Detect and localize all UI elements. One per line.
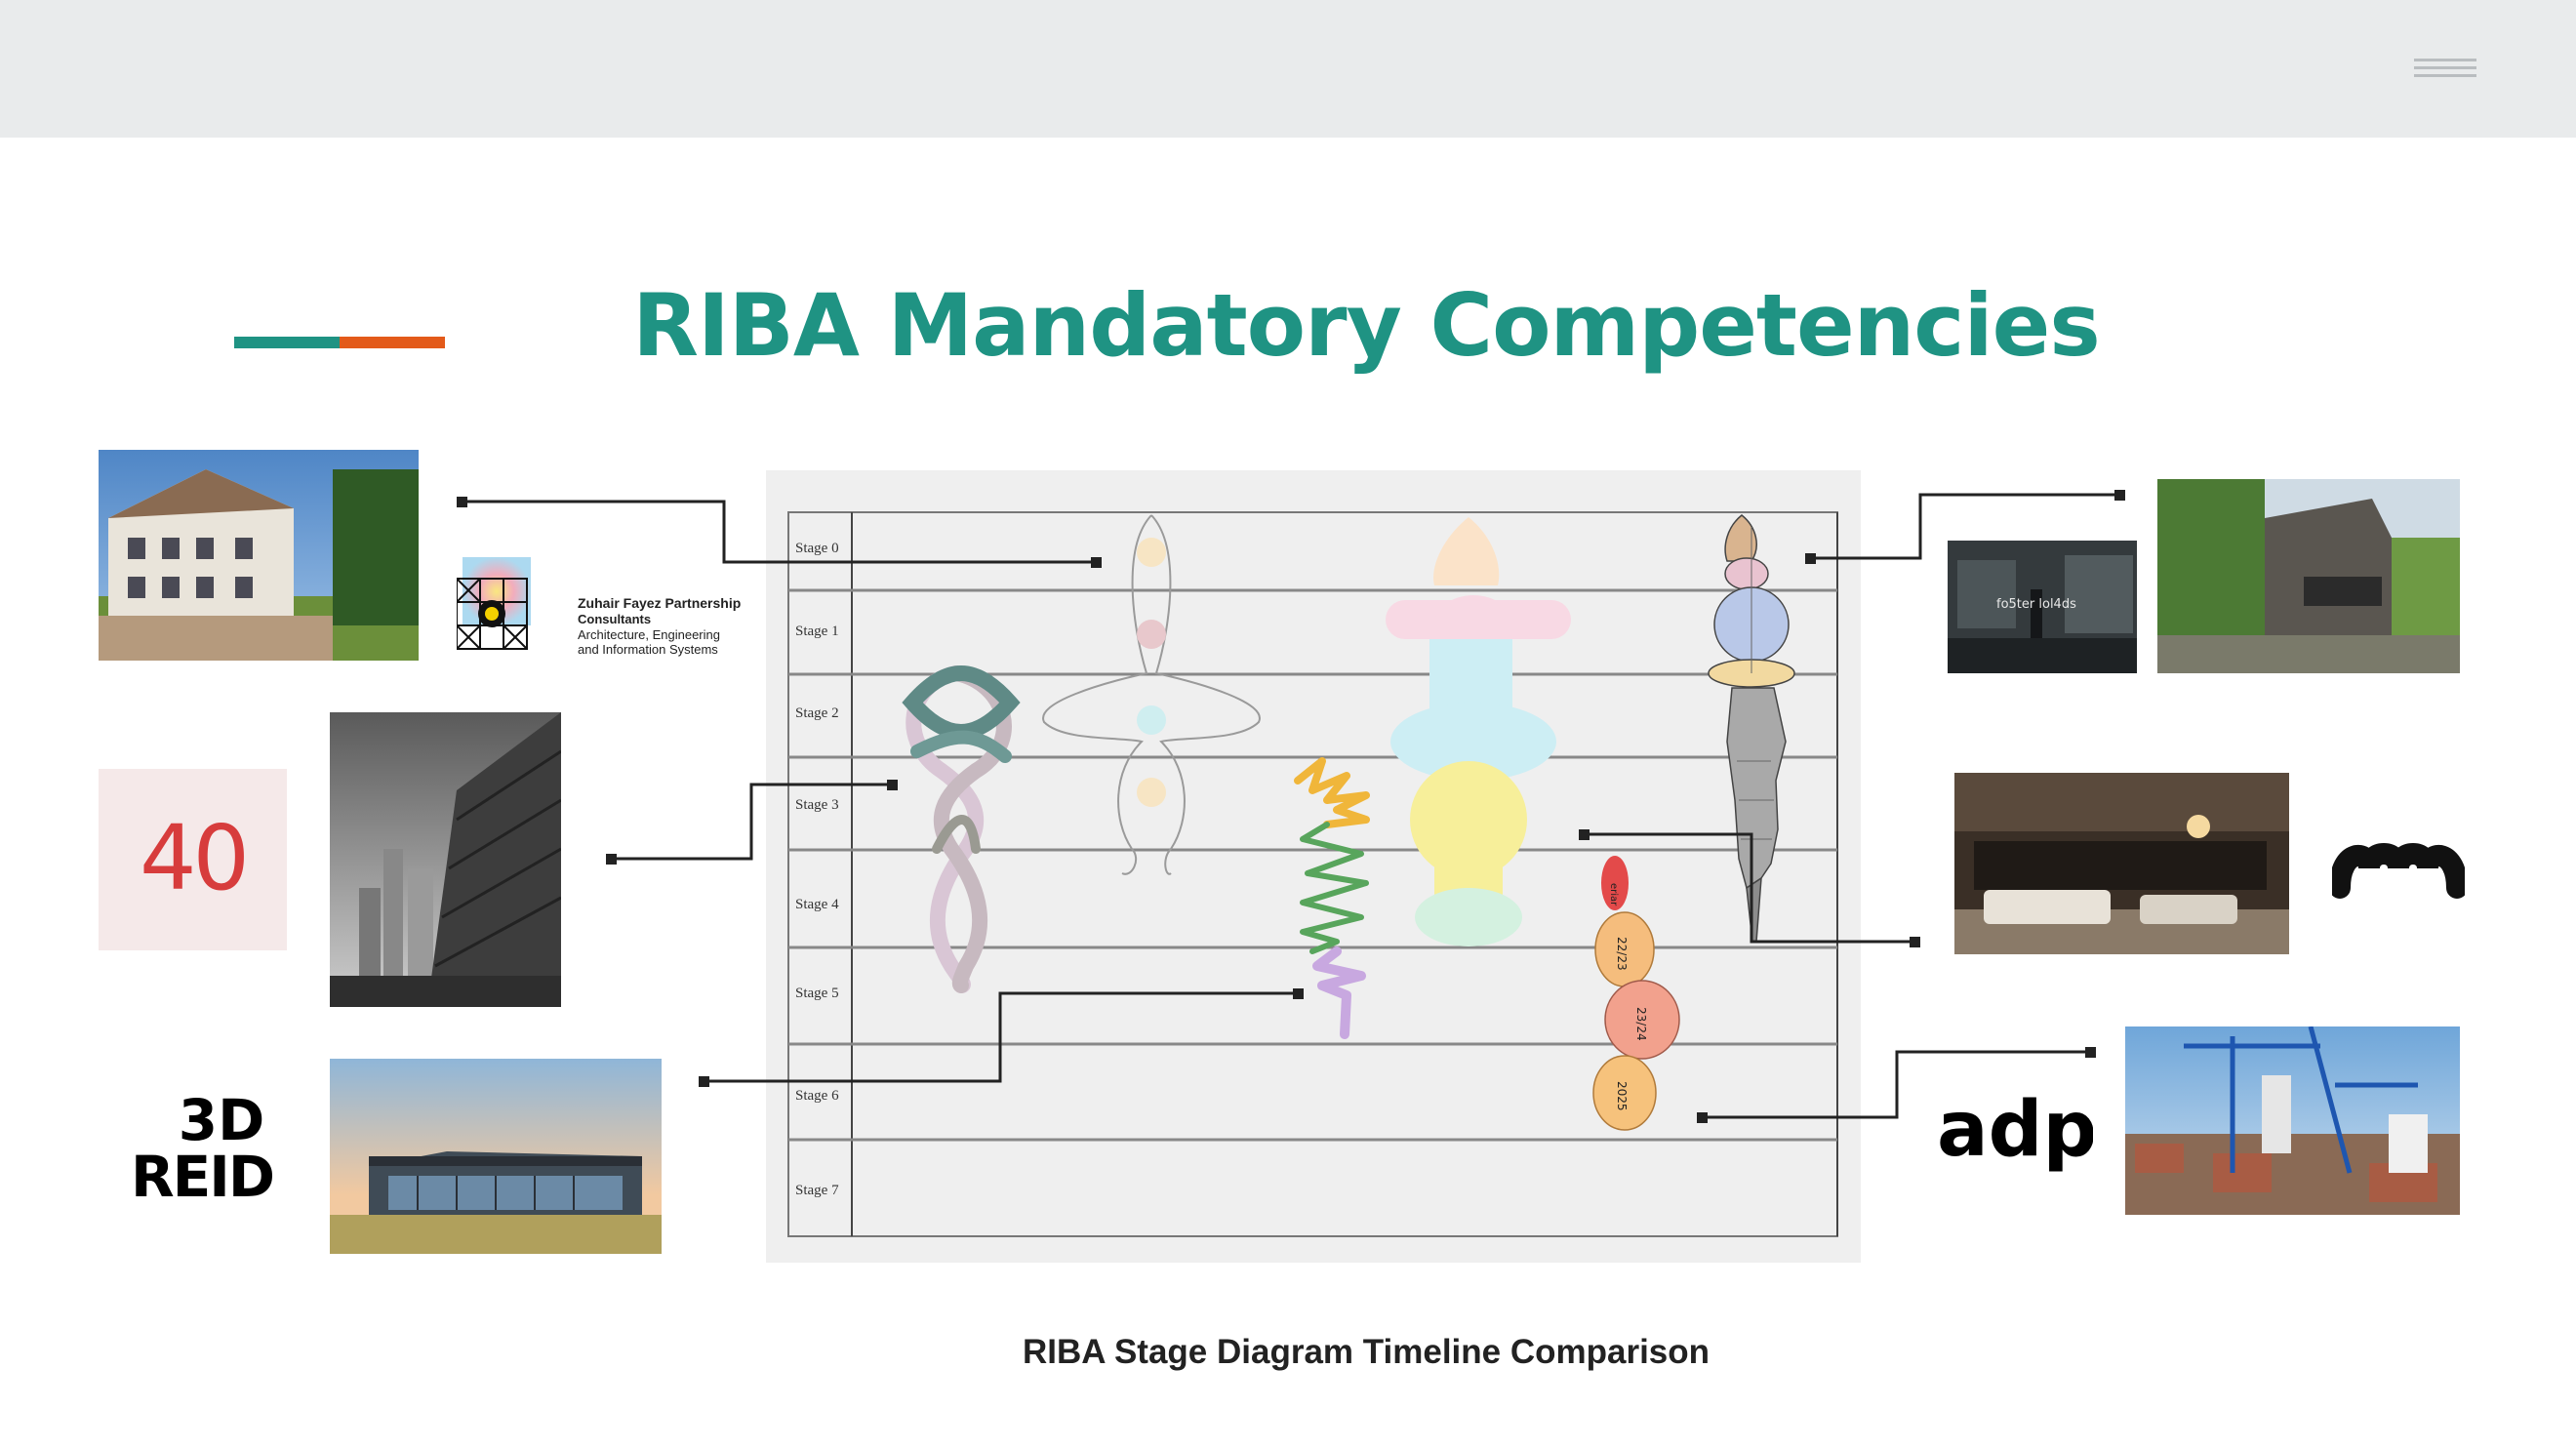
stage-label: Stage 5 — [795, 986, 839, 1001]
photo-skyscrapers-bw — [330, 712, 561, 1007]
wave-logo-icon — [2329, 829, 2468, 904]
adp-logo-text: adp — [1937, 1095, 2093, 1174]
timeline-label: 22/23 — [1615, 937, 1629, 971]
photo-city-cranes — [2125, 1026, 2460, 1215]
page-title: RIBA Mandatory Competencies — [632, 275, 2100, 376]
photo-fosters-office: fo5ter lol4ds — [1948, 541, 2137, 673]
forty-logo-text: 40 — [139, 806, 250, 910]
zuhair-line3: Architecture, Engineering — [578, 627, 720, 642]
timeline-label: eriar — [1608, 883, 1619, 906]
stage-label: Stage 7 — [795, 1183, 839, 1198]
zuhair-line4: and Information Systems — [578, 642, 718, 657]
stage-label: Stage 4 — [795, 897, 839, 912]
diagram-caption: RIBA Stage Diagram Timeline Comparison — [1022, 1333, 1711, 1371]
adp-logo: adp — [1937, 1086, 2097, 1183]
stage-shape-ribbon — [902, 665, 1021, 993]
timeline-label: 2025 — [1615, 1081, 1629, 1111]
stage-shape-timeline-ovals: eriar 22/23 23/24 2025 — [1592, 856, 1680, 1131]
zuhair-line2: Consultants — [578, 612, 652, 626]
hamburger-menu-button[interactable] — [2414, 55, 2480, 84]
stage-shape-squiggle — [1294, 757, 1370, 1039]
photo-glass-office — [330, 1059, 662, 1254]
menu-line-icon — [2414, 74, 2476, 77]
3d-reid-logo: 3D REID — [109, 1091, 295, 1218]
fosters-overlay-text: fo5ter lol4ds — [1996, 597, 2076, 612]
stage-shape-totem — [1708, 514, 1795, 943]
accent-bar-teal — [234, 337, 340, 348]
stage-shape-outline — [1042, 514, 1261, 875]
accent-bar-orange — [340, 337, 445, 348]
timeline-label: 23/24 — [1634, 1007, 1648, 1041]
menu-line-icon — [2414, 59, 2476, 61]
photo-stone-house — [2157, 479, 2460, 673]
3d-reid-line2: REID — [130, 1144, 275, 1210]
stage-shape-pastel-blobs — [1386, 517, 1571, 946]
photo-chalet-building — [99, 450, 419, 661]
forty-logo: 40 — [99, 769, 287, 950]
stage-label: Stage 2 — [795, 705, 839, 721]
top-bar — [0, 0, 2576, 138]
zuhair-line1: Zuhair Fayez Partnership — [578, 595, 742, 611]
connector-endpoints — [457, 490, 2125, 1123]
stage-label: Stage 1 — [795, 624, 839, 639]
3d-reid-line1: 3D — [178, 1087, 265, 1153]
stage-label: Stage 0 — [795, 541, 839, 556]
menu-line-icon — [2414, 66, 2476, 69]
stage-label: Stage 6 — [795, 1088, 839, 1104]
stage-label: Stage 3 — [795, 797, 839, 813]
connector-lines — [462, 493, 2119, 1119]
zuhair-fayez-logo: Zuhair Fayez Partnership Consultants Arc… — [457, 549, 749, 662]
photo-interior-living-room — [1954, 773, 2289, 954]
